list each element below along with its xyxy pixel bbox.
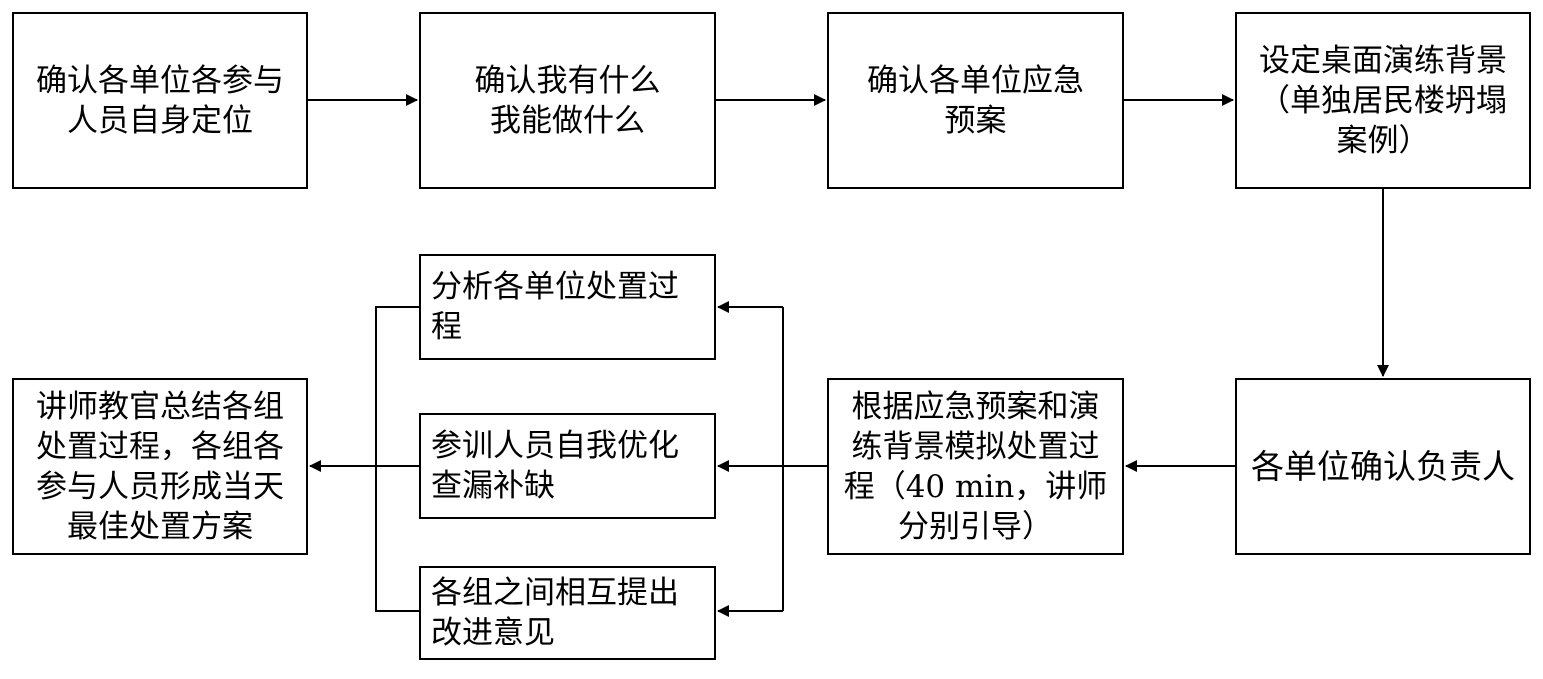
connector-analyze-to-left-bus xyxy=(375,306,419,612)
step-self-optimize-label: 参训人员自我优化查漏补缺 xyxy=(431,428,679,504)
step-what-we-have-label: 确认我有什么我能做什么 xyxy=(474,62,661,139)
step-summary-label: 讲师教官总结各组处置过程，各组各参与人员形成当天最佳处置方案 xyxy=(36,388,284,545)
step-confirm-plans: 确认各单位应急预案 xyxy=(827,12,1124,189)
step-analyze: 分析各单位处置过程 xyxy=(419,254,716,360)
step-confirm-roles: 确认各单位各参与人员自身定位 xyxy=(12,12,308,189)
step-summary: 讲师教官总结各组处置过程，各组各参与人员形成当天最佳处置方案 xyxy=(12,378,308,555)
step-confirm-leader-label: 各单位确认负责人 xyxy=(1251,446,1515,486)
step-confirm-leader: 各单位确认负责人 xyxy=(1235,378,1531,555)
step-what-we-have: 确认我有什么我能做什么 xyxy=(419,12,716,189)
step-mutual-feedback-label: 各组之间相互提出改进意见 xyxy=(431,575,679,651)
step-mutual-feedback: 各组之间相互提出改进意见 xyxy=(419,566,716,660)
step-set-scenario-label: 设定桌面演练背景（单独居民楼坍塌案例） xyxy=(1259,42,1507,159)
step-simulate: 根据应急预案和演练背景模拟处置过程（40 min，讲师分别引导） xyxy=(827,378,1124,555)
step-set-scenario: 设定桌面演练背景（单独居民楼坍塌案例） xyxy=(1235,12,1531,189)
step-confirm-plans-label: 确认各单位应急预案 xyxy=(867,62,1084,139)
step-confirm-roles-label: 确认各单位各参与人员自身定位 xyxy=(36,62,284,139)
step-analyze-label: 分析各单位处置过程 xyxy=(431,269,679,345)
step-self-optimize: 参训人员自我优化查漏补缺 xyxy=(419,413,716,519)
step-simulate-label: 根据应急预案和演练背景模拟处置过程（40 min，讲师分别引导） xyxy=(843,388,1108,545)
